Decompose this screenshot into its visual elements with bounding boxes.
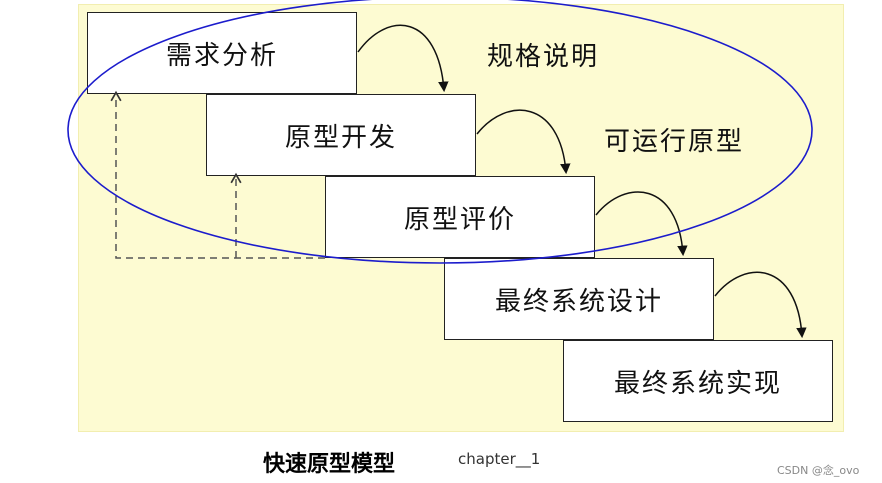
flow-arrow-1 bbox=[357, 24, 449, 93]
stage-box-final-system-design: 最终系统设计 bbox=[444, 258, 714, 340]
stage-box-prototype-evaluation: 原型评价 bbox=[325, 176, 595, 258]
csdn-watermark: CSDN @念_ovo bbox=[777, 464, 860, 477]
stage-label-final-system-implementation: 最终系统实现 bbox=[613, 368, 782, 399]
stage-label-prototype-evaluation: 原型评价 bbox=[403, 204, 516, 235]
output-label-specification: 规格说明 bbox=[487, 42, 600, 72]
stage-box-final-system-implementation: 最终系统实现 bbox=[563, 340, 833, 422]
stage-label-prototype-development: 原型开发 bbox=[284, 122, 397, 153]
feedback-line-outer bbox=[110, 90, 325, 259]
chapter-label: chapter__1 bbox=[458, 450, 541, 468]
flow-arrow-2 bbox=[476, 109, 571, 175]
stage-box-requirements-analysis: 需求分析 bbox=[87, 12, 357, 94]
highlight-ellipse bbox=[67, 0, 813, 264]
stage-box-prototype-development: 原型开发 bbox=[206, 94, 476, 176]
flow-arrow-4 bbox=[714, 271, 807, 339]
diagram-caption: 快速原型模型 bbox=[263, 452, 396, 477]
output-label-runnable-prototype: 可运行原型 bbox=[604, 127, 745, 157]
flow-arrow-3 bbox=[595, 191, 688, 257]
stage-label-final-system-design: 最终系统设计 bbox=[494, 286, 663, 317]
stage-label-requirements-analysis: 需求分析 bbox=[165, 40, 278, 71]
